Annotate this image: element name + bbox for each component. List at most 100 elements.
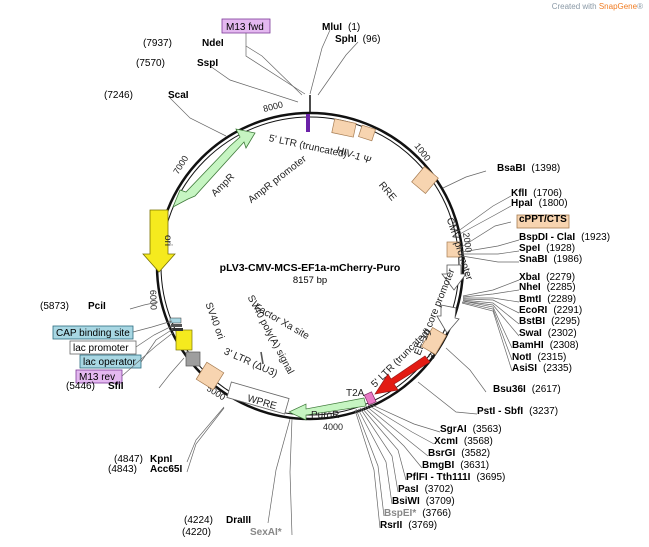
site-label-right-13: BstBI (2295) <box>519 316 580 327</box>
site-name: BmgBI <box>422 460 454 471</box>
feature-label-rre: RRE <box>376 180 398 203</box>
feature-wpre-box <box>226 381 290 415</box>
origin-marker <box>306 114 310 132</box>
lacprom-label: lac promoter <box>73 343 129 354</box>
feature-ltr5-box <box>331 118 357 138</box>
feature-label-sv40ori: SV40 ori <box>203 301 226 341</box>
site-name: BstBI <box>519 316 545 327</box>
site-position: (96) <box>363 34 381 45</box>
feature-ltr5b-box <box>421 326 447 356</box>
leader-lines <box>121 29 520 536</box>
feature-label-ampr-promoter: AmpR promoter <box>246 153 309 206</box>
site-label-right-11: BmtI(2289) <box>519 294 576 305</box>
restriction-site-group: MluI(1)SphI(96)BsaBI(1398)KflI(1706)HpaI… <box>40 22 610 538</box>
site-label-right-17: AsiSI(2335) <box>512 363 572 374</box>
site-position: (2285) <box>547 282 576 293</box>
site-label-right-6: BspDI - ClaI(1923) <box>519 232 610 243</box>
site-name: PstI - SbfI <box>477 406 523 417</box>
site-position: (1986) <box>553 254 582 265</box>
site-position: (3695) <box>476 472 505 483</box>
feature-hiv-box <box>358 124 376 142</box>
tick-label-6000: 6000 <box>148 290 159 310</box>
feature-label-ltr5: 5' LTR (truncated) <box>268 133 348 160</box>
feature-group <box>142 118 467 421</box>
site-name: SnaBI <box>519 254 548 265</box>
site-position-left-8: (4220) <box>182 527 211 538</box>
plasmid-size: 8157 bp <box>293 275 327 286</box>
site-label-right-7: SpeI(1928) <box>519 243 575 254</box>
site-label-right-3: KflI(1706) <box>511 188 562 199</box>
tick-label-1000: 1000 <box>412 141 432 163</box>
plasmid-name: pLV3-CMV-MCS-EF1a-mCherry-Puro <box>220 262 401 274</box>
site-position: (2295) <box>551 316 580 327</box>
site-position: (1706) <box>533 188 562 199</box>
site-name: EcoRI <box>519 305 548 316</box>
site-label-right-0: MluI (1) <box>322 22 360 33</box>
feature-cppt-box <box>446 241 461 258</box>
site-name-left-3: PciI <box>88 301 106 312</box>
site-name: SphI <box>335 34 357 45</box>
site-position: (3631) <box>460 460 489 471</box>
site-position-left-3: (5873) <box>40 301 69 312</box>
site-label-right-1: SphI (96) <box>335 34 380 45</box>
site-label-right-23: BmgBI (3631) <box>422 460 489 471</box>
feature-sv40ori-box <box>175 329 193 351</box>
site-name: MluI <box>322 22 342 33</box>
site-position-left-1: (7570) <box>136 58 165 69</box>
site-name-left-5: KpnI <box>150 454 172 465</box>
feature-lac-box-1 <box>169 317 182 324</box>
site-name: cPPT/CTS <box>519 214 567 225</box>
site-position: (2617) <box>532 384 561 395</box>
site-name: RsrII <box>380 520 402 531</box>
site-name: BamHI <box>512 340 544 351</box>
site-label-right-19: PstI - SbfI (3237) <box>477 406 558 417</box>
site-name-left-4: SfiI <box>108 381 124 392</box>
feature-label-ori: ori <box>162 235 173 246</box>
site-position-left-5: (4847) <box>114 454 143 465</box>
feature-factorxa-mark <box>260 351 264 365</box>
site-position: (2315) <box>537 352 566 363</box>
site-name: PasI <box>398 484 419 495</box>
site-position: (3582) <box>461 448 490 459</box>
site-label-right-20: SgrAI(3563) <box>440 424 502 435</box>
site-position-left-2: (7246) <box>104 90 133 101</box>
feature-puror-arrow <box>288 397 367 421</box>
site-position: (3237) <box>529 406 558 417</box>
feature-lac-box-3 <box>172 328 183 331</box>
site-name: BspDI - ClaI <box>519 232 575 243</box>
lacprom-box <box>69 340 137 355</box>
site-name: XcmI <box>434 436 458 447</box>
tick-label-2000: 2000 <box>461 232 474 253</box>
site-position: (2289) <box>547 294 576 305</box>
site-position: (2291) <box>553 305 582 316</box>
site-label-right-18: Bsu36I (2617) <box>493 384 561 395</box>
site-label-right-22: BsrGI(3582) <box>428 448 490 459</box>
feature-mcherry-arrow <box>374 355 431 395</box>
feature-ef1a-arrow <box>436 304 460 334</box>
site-label-right-16: NotI(2315) <box>512 352 566 363</box>
feature-cmv-arrow <box>441 264 467 291</box>
cap-label: CAP binding site <box>56 328 130 339</box>
site-label-right-25: PasI(3702) <box>398 484 453 495</box>
site-position: (1) <box>348 22 360 33</box>
site-name: Bsu36I <box>493 384 526 395</box>
site-label-right-5: cPPT/CTS <box>519 214 567 225</box>
feature-ltr3-box <box>195 361 225 391</box>
feature-label-ltr3: 3' LTR (ΔU3) <box>222 346 279 379</box>
site-name-left-1: SspI <box>197 58 218 69</box>
site-name-left-7: DraIII <box>226 515 251 526</box>
site-name: SgrAI <box>440 424 467 435</box>
site-position: (2335) <box>543 363 572 374</box>
site-position: (3568) <box>464 436 493 447</box>
site-label-right-28: RsrII(3769) <box>380 520 437 531</box>
feature-label-t2a: T2A <box>346 388 365 399</box>
site-position: (3766) <box>422 508 451 519</box>
site-label-right-9: XbaI(2279) <box>519 272 575 283</box>
feature-sv40polya-box <box>185 351 201 367</box>
snapgene-credit: Created with SnapGene® <box>551 2 643 11</box>
feature-rre-box <box>411 166 439 194</box>
site-label-right-15: BamHI(2308) <box>512 340 579 351</box>
site-position: (2279) <box>546 272 575 283</box>
m13rev-box <box>75 369 123 384</box>
